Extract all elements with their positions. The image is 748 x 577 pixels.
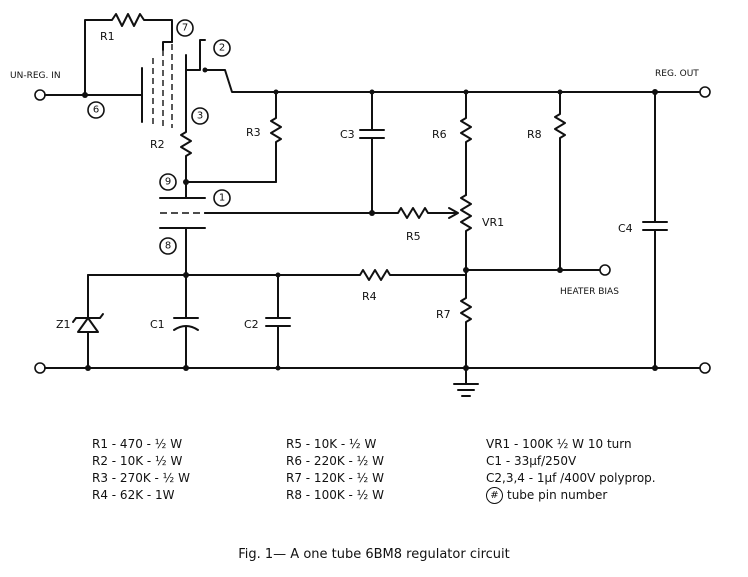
- label-r7: R7: [436, 308, 451, 321]
- junction-r6-top: [463, 89, 469, 95]
- r6-resistor: [460, 91, 472, 196]
- legend-item: R4 - 62K - 1W: [92, 488, 175, 502]
- label-r1: R1: [100, 30, 115, 43]
- pin-3-marker: 3: [191, 107, 209, 125]
- r2-resistor: [180, 127, 192, 183]
- ground-out-terminal: [699, 362, 711, 374]
- figure-caption: Fig. 1— A one tube 6BM8 regulator circui…: [238, 547, 510, 562]
- legend-item: R6 - 220K - ½ W: [286, 454, 384, 468]
- label-c1: C1: [150, 318, 165, 331]
- svg-text:3: 3: [197, 111, 203, 122]
- label-z1: Z1: [56, 318, 71, 331]
- heater-bias-terminal: [599, 264, 611, 276]
- legend-column-3: VR1 - 100K ½ W 10 turn C1 - 33µf/250V C2…: [486, 436, 656, 504]
- legend-pin-note: # tube pin number: [486, 487, 656, 504]
- unreg-in-terminal: [34, 89, 46, 101]
- ground-symbol: [453, 367, 479, 397]
- label-r2: R2: [150, 138, 165, 151]
- svg-text:1: 1: [219, 193, 225, 204]
- label-reg-out: REG. OUT: [655, 69, 699, 79]
- svg-text:9: 9: [165, 177, 171, 188]
- c2-capacitor: [265, 274, 291, 369]
- label-r3: R3: [246, 126, 261, 139]
- pin2-lead: [185, 39, 206, 71]
- junction-c4-top: [652, 89, 658, 95]
- bias-line: [87, 269, 467, 281]
- c3-capacitor: [359, 91, 385, 214]
- label-unreg-in: UN-REG. IN: [10, 71, 61, 81]
- pin-number-symbol: #: [486, 487, 503, 504]
- junction-z1-bottom: [85, 365, 91, 371]
- label-r6: R6: [432, 128, 447, 141]
- pin-6-marker: 6: [87, 101, 105, 119]
- label-heater-bias: HEATER BIAS: [560, 287, 619, 297]
- r7-resistor: [460, 269, 472, 369]
- label-r5: R5: [406, 230, 421, 243]
- label-r8: R8: [527, 128, 542, 141]
- legend-item: VR1 - 100K ½ W 10 turn: [486, 437, 632, 451]
- z1-zener: [72, 274, 104, 369]
- pin7-lead: [162, 41, 173, 51]
- pin-8-marker: 8: [159, 237, 177, 255]
- junction-c3-top: [369, 89, 375, 95]
- legend-item: R3 - 270K - ½ W: [92, 471, 190, 485]
- legend-column-2: R5 - 10K - ½ W R6 - 220K - ½ W R7 - 120K…: [286, 436, 384, 504]
- reg-out-terminal: [699, 86, 711, 98]
- pin-9-marker: 9: [159, 173, 177, 191]
- legend-item: C1 - 33µf/250V: [486, 454, 577, 468]
- c4-capacitor: [642, 91, 668, 369]
- svg-text:7: 7: [182, 23, 188, 34]
- pin-7-marker: 7: [176, 19, 194, 37]
- r1-resistor: [84, 13, 173, 96]
- legend-item: R5 - 10K - ½ W: [286, 437, 377, 451]
- c1-capacitor: [173, 274, 199, 369]
- pin-2-marker: 2: [213, 39, 231, 57]
- pin-note-text: tube pin number: [507, 488, 608, 502]
- regulator-schematic: 7 2 6 3 9 1 8 UN-REG. IN REG. OUT HEATER…: [10, 13, 711, 397]
- svg-text:2: 2: [219, 43, 225, 54]
- label-r4: R4: [362, 290, 377, 303]
- r3-resistor: [270, 91, 282, 183]
- legend-item: R1 - 470 - ½ W: [92, 437, 183, 451]
- legend-item: C2,3,4 - 1µf /400V polyprop.: [486, 471, 656, 485]
- anode-to-rail: [204, 69, 701, 93]
- junction-c2-bottom: [275, 365, 281, 371]
- svg-text:8: 8: [165, 241, 171, 252]
- label-c2: C2: [244, 318, 259, 331]
- label-vr1: VR1: [482, 216, 504, 229]
- label-c4: C4: [618, 222, 633, 235]
- junction-r3-top: [273, 89, 279, 95]
- vr1-wiper-arrow: [439, 207, 459, 219]
- legend-item: R2 - 10K - ½ W: [92, 454, 183, 468]
- label-c3: C3: [340, 128, 355, 141]
- legend-item: R7 - 120K - ½ W: [286, 471, 384, 485]
- ground-in-terminal: [34, 362, 46, 374]
- r5-resistor: [371, 207, 441, 219]
- r8-resistor: [554, 91, 566, 271]
- junction-c1-bottom: [183, 365, 189, 371]
- legend-column-1: R1 - 470 - ½ W R2 - 10K - ½ W R3 - 270K …: [92, 436, 190, 504]
- junction-r8-top: [557, 89, 563, 95]
- legend-item: R8 - 100K - ½ W: [286, 488, 384, 502]
- vr1-potentiometer: [460, 194, 472, 271]
- svg-text:6: 6: [93, 105, 99, 116]
- pin-1-marker: 1: [213, 189, 231, 207]
